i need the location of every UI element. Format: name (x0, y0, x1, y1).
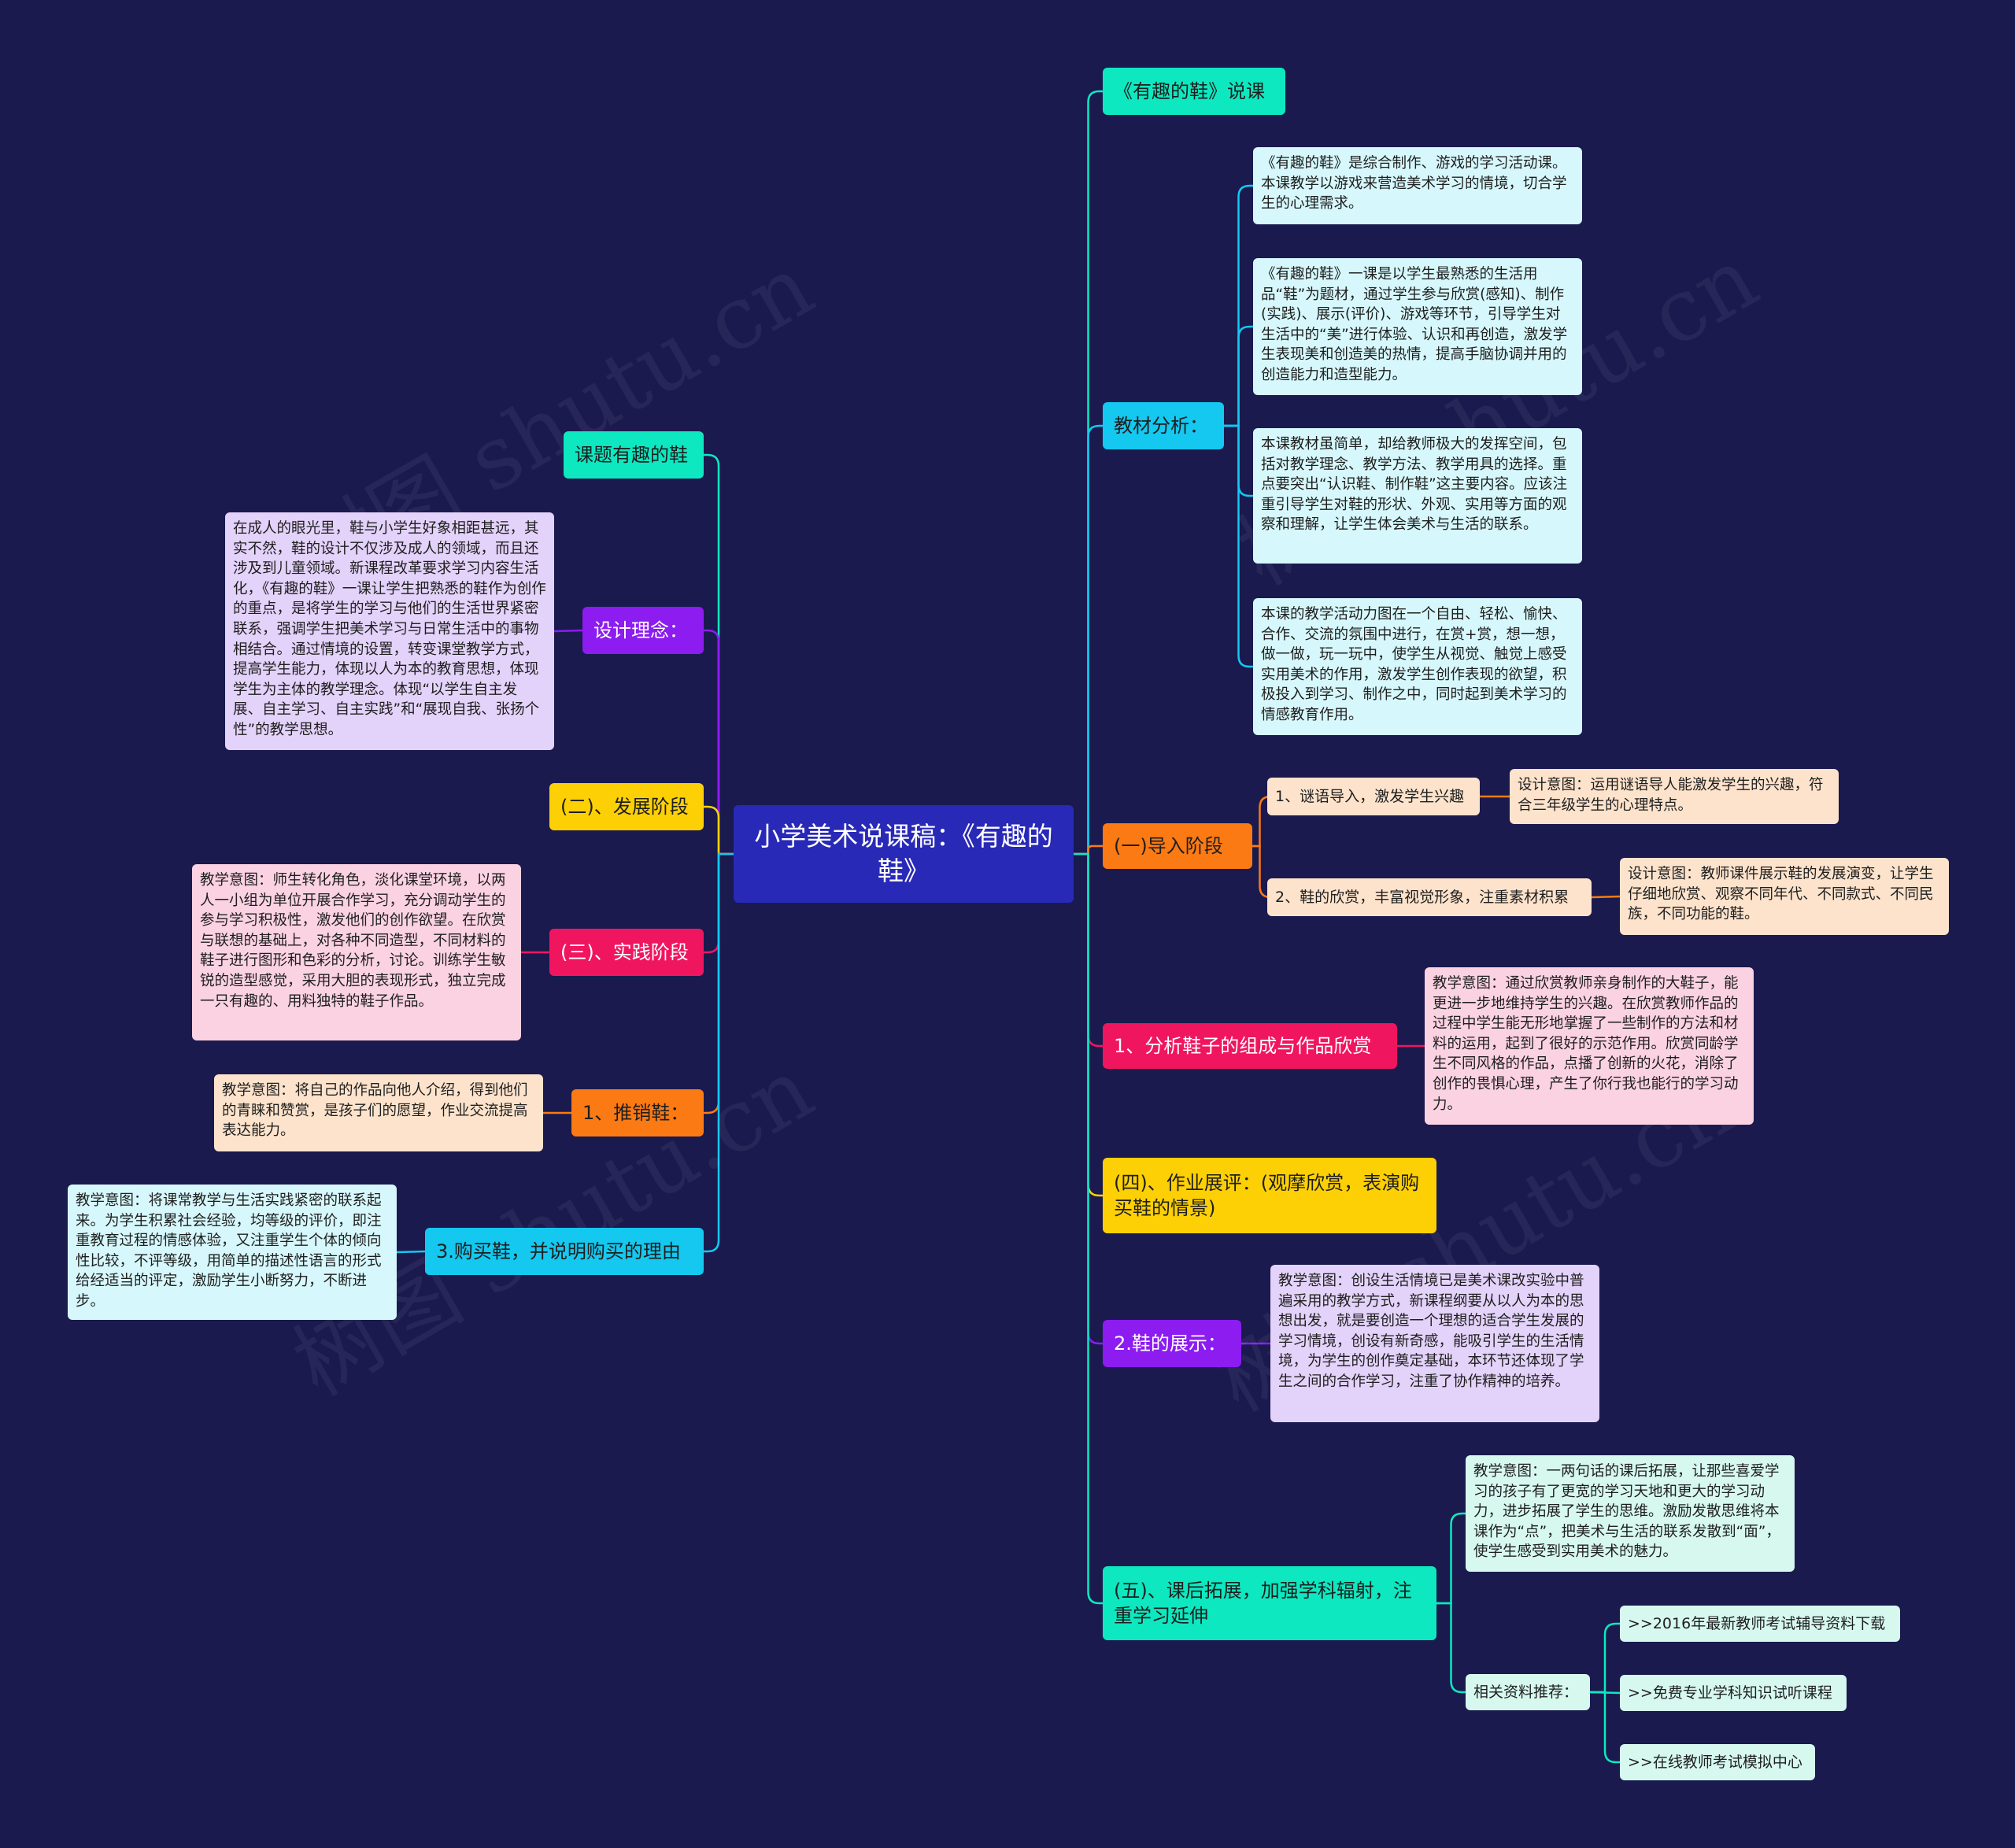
connector-line (1074, 852, 1103, 1605)
resource-link-2[interactable]: >>免费专业学科知识试听课程 (1620, 1675, 1847, 1711)
connector-line (1591, 895, 1621, 899)
topic-subject[interactable]: 课题有趣的鞋 (564, 431, 704, 479)
resource-link-3[interactable]: >>在线教师考试模拟中心 (1620, 1744, 1815, 1780)
note-display-intent: 教学意图：创设生活情境已是美术课改实验中普遍采用的教学方式，新课程纲要从以人为本… (1270, 1265, 1599, 1422)
topic-practice-stage[interactable]: (三)、实践阶段 (549, 929, 704, 976)
note-after-class-intent: 教学意图：一两句话的课后拓展，让那些喜爱学习的孩子有了更宽的学习天地和更大的学习… (1466, 1455, 1795, 1572)
topic-buy-shoe[interactable]: 3.购买鞋，并说明购买的理由 (425, 1228, 704, 1275)
subtopic-shoe-appreciation[interactable]: 2、鞋的欣赏，丰富视觉形象，注重素材积累 (1267, 878, 1592, 916)
connector-line (396, 1250, 426, 1254)
topic-label: (三)、实践阶段 (560, 941, 689, 963)
connector-line (1074, 424, 1103, 856)
topic-label: 课题有趣的鞋 (575, 444, 688, 466)
topic-label: (一)导入阶段 (1114, 835, 1223, 857)
connector-line (1436, 1602, 1466, 1694)
connector-line (1590, 1691, 1620, 1764)
connector-line (1224, 424, 1253, 668)
connector-line (704, 453, 734, 856)
note-material-3: 本课教材虽简单，却给教师极大的发挥空间，包括对教学理念、教学方法、教学用具的选择… (1253, 428, 1582, 564)
note-practice-intent: 教学意图：师生转化角色，淡化课堂环境，以两人一小组为单位开展合作学习，充分调动学… (192, 864, 521, 1040)
resource-link-1[interactable]: >>2016年最新教师考试辅导资料下载 (1620, 1606, 1900, 1642)
topic-label: (二)、发展阶段 (560, 796, 689, 818)
connector-line (1224, 325, 1253, 427)
subtopic-resources[interactable]: 相关资料推荐： (1466, 1674, 1590, 1710)
connector-line (1074, 845, 1103, 856)
topic-after-class[interactable]: (五)、课后拓展，加强学科辐射，注重学习延伸 (1103, 1566, 1436, 1640)
connector-line (1224, 184, 1253, 427)
topic-development-stage[interactable]: (二)、发展阶段 (549, 783, 704, 830)
root-topic[interactable]: 小学美术说课稿：《有趣的鞋》 (734, 805, 1074, 903)
topic-label: 1、分析鞋子的组成与作品欣赏 (1114, 1035, 1372, 1057)
connector-line (704, 805, 734, 856)
subtopic-riddle-intro[interactable]: 1、谜语导入，激发学生兴趣 (1267, 778, 1480, 815)
topic-label: 1、推销鞋： (582, 1102, 690, 1124)
topic-label: 3.购买鞋，并说明购买的理由 (436, 1240, 681, 1262)
topic-material-analysis[interactable]: 教材分析： (1103, 402, 1224, 449)
topic-label: 设计理念： (593, 619, 688, 641)
connector-line (1074, 90, 1103, 856)
topic-label: (四)、作业展评：(观摩欣赏，表演购买鞋的情景) (1114, 1172, 1420, 1219)
note-material-4: 本课的教学活动力图在一个自由、轻松、愉快、合作、交流的氛围中进行，在赏+赏，想一… (1253, 598, 1582, 735)
topic-sell-shoe[interactable]: 1、推销鞋： (571, 1089, 704, 1137)
connector-line (704, 629, 734, 856)
topic-label: (五)、课后拓展，加强学科辐射，注重学习延伸 (1114, 1580, 1412, 1627)
connector-line (1590, 1622, 1620, 1694)
topic-homework-review[interactable]: (四)、作业展评：(观摩欣赏，表演购买鞋的情景) (1103, 1158, 1436, 1233)
connector-line (1436, 1512, 1466, 1605)
topic-intro-stage[interactable]: (一)导入阶段 (1103, 823, 1252, 869)
topic-design-concept[interactable]: 设计理念： (582, 607, 704, 654)
topic-label: 教材分析： (1114, 415, 1208, 437)
note-analyze-intent: 教学意图：通过欣赏教师亲身制作的大鞋子，能更进一步地维持学生的兴趣。在欣赏教师作… (1425, 967, 1754, 1125)
note-design-concept: 在成人的眼光里，鞋与小学生好象相距甚远，其实不然，鞋的设计不仅涉及成人的领域，而… (225, 512, 554, 750)
topic-shoe-display[interactable]: 2.鞋的展示： (1103, 1320, 1241, 1367)
topic-label: 《有趣的鞋》说课 (1114, 80, 1265, 102)
note-buy-intent: 教学意图：将课常教学与生活实践紧密的联系起来。为学生积累社会经验，均等级的评价，… (68, 1185, 397, 1320)
note-riddle-intent: 设计意图：运用谜语导人能激发学生的兴趣，符合三年级学生的心理特点。 (1510, 769, 1839, 824)
connector-line (704, 852, 734, 1253)
note-sell-intent: 教学意图：将自己的作品向他人介绍，得到他们的青睐和赞赏，是孩子们的愿望，作业交流… (214, 1074, 543, 1151)
note-material-1: 《有趣的鞋》是综合制作、游戏的学习活动课。本课教学以游戏来营造美术学习的情境，切… (1253, 147, 1582, 224)
topic-analyze-shoe[interactable]: 1、分析鞋子的组成与作品欣赏 (1103, 1023, 1397, 1069)
topic-lecture-title[interactable]: 《有趣的鞋》说课 (1103, 68, 1285, 115)
note-material-2: 《有趣的鞋》一课是以学生最熟悉的生活用品“鞋”为题材，通过学生参与欣赏(感知)、… (1253, 258, 1582, 395)
topic-label: 2.鞋的展示： (1114, 1332, 1226, 1355)
note-appreciation-intent: 设计意图：教师课件展示鞋的发展演变，让学生仔细地欣赏、观察不同年代、不同款式、不… (1620, 858, 1949, 935)
connector-line (553, 629, 583, 633)
root-topic-label: 小学美术说课稿：《有趣的鞋》 (754, 821, 1053, 886)
